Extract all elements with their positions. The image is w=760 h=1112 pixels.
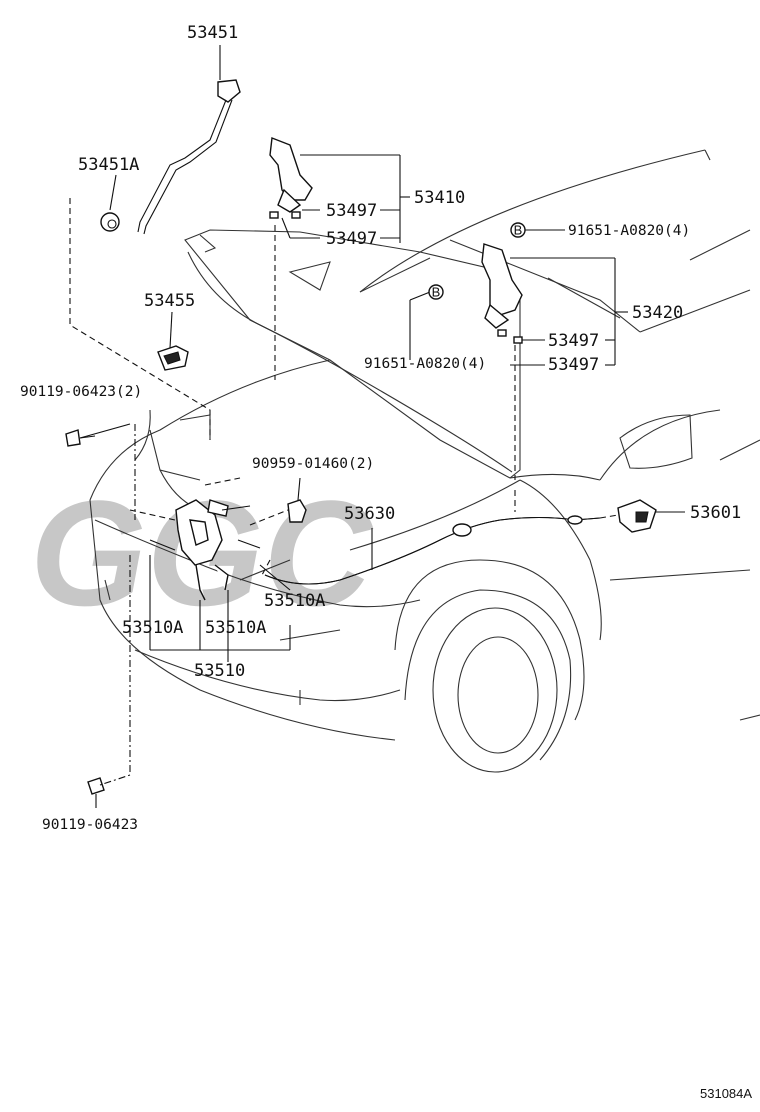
- hood-lock-assembly: [149, 499, 261, 601]
- dashed-reference-lines: [69, 198, 619, 786]
- label-53497-d: 53497: [548, 355, 599, 375]
- bolt-marker-b-2: B: [428, 284, 444, 300]
- car-body-outline: [89, 149, 760, 773]
- hood-hinge-left: [269, 137, 313, 219]
- leader-lines: [79, 45, 685, 662]
- label-53497-a: 53497: [326, 201, 377, 221]
- label-53630: 53630: [344, 504, 395, 524]
- figure-code: 531084A: [700, 1086, 752, 1101]
- hood-rod-holder: [157, 345, 189, 371]
- part-labels: 53451 53451A 53455 90119-06423(2) 53410 …: [20, 23, 741, 833]
- label-90119-pair: 90119-06423(2): [20, 384, 142, 400]
- label-53497-c: 53497: [548, 331, 599, 351]
- label-53510A-left: 53510A: [122, 618, 183, 638]
- svg-text:B: B: [514, 223, 523, 238]
- label-91651-mid: 91651-A0820(4): [364, 356, 486, 372]
- label-53510A-right: 53510A: [205, 618, 266, 638]
- hood-hinge-right: [481, 243, 523, 344]
- label-53410: 53410: [414, 188, 465, 208]
- label-53601: 53601: [690, 503, 741, 523]
- release-lever: [617, 499, 657, 533]
- release-cable: [264, 515, 601, 585]
- bolt-marker-b-1: B: [510, 222, 526, 238]
- label-53510A-mid: 53510A: [264, 591, 325, 611]
- label-90959: 90959-01460(2): [252, 456, 374, 472]
- svg-text:B: B: [432, 285, 441, 300]
- label-53497-b: 53497: [326, 229, 377, 249]
- label-91651-top: 91651-A0820(4): [568, 223, 690, 239]
- label-90119-single: 90119-06423: [42, 817, 138, 833]
- hood-support-rod: [100, 79, 241, 235]
- label-53451: 53451: [187, 23, 238, 43]
- cable-clip: [287, 499, 307, 523]
- label-53510: 53510: [194, 661, 245, 681]
- label-53455: 53455: [144, 291, 195, 311]
- label-53420: 53420: [632, 303, 683, 323]
- label-53451A: 53451A: [78, 155, 139, 175]
- bolt-90119-single: [87, 777, 105, 808]
